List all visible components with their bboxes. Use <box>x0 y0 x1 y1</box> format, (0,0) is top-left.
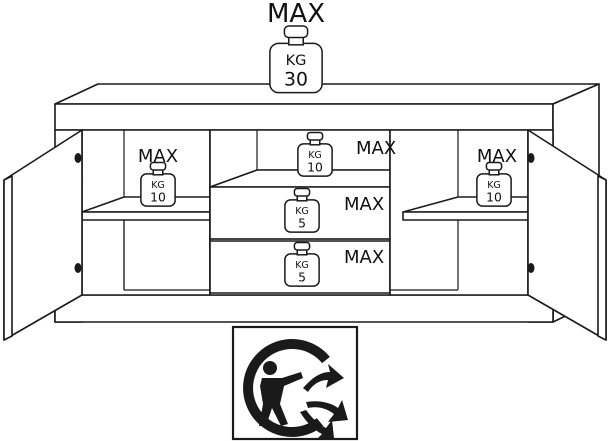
left-hinge-top <box>74 153 82 163</box>
left-hinge-bottom <box>74 263 82 273</box>
weight-unit-label: KG <box>487 180 501 191</box>
max-label: MAX <box>477 146 517 167</box>
weight-knob <box>293 241 311 251</box>
right-hinge-top <box>527 153 535 163</box>
max-label: MAX <box>267 0 325 29</box>
weight-unit-label: KG <box>286 53 307 69</box>
max-label: MAX <box>344 194 384 215</box>
weight-value-label: 10 <box>307 160 323 174</box>
weight-unit-label: KG <box>308 150 322 161</box>
weight-drawer-bottom: KG5 MAX <box>284 241 384 287</box>
weight-knob <box>485 161 503 171</box>
max-label: MAX <box>344 247 384 268</box>
recycling-symbol <box>231 325 359 441</box>
weight-knob <box>306 131 324 141</box>
left-shelf-front <box>81 211 211 221</box>
weight-drawer-top: KG5 MAX <box>284 187 384 233</box>
weight-unit-label: KG <box>295 260 309 271</box>
left-door-edge <box>3 175 13 341</box>
top-front-edge <box>54 103 554 131</box>
weight-unit-label: KG <box>151 180 165 191</box>
weight-value-label: 10 <box>150 190 166 204</box>
weight-value-label: 5 <box>298 216 306 230</box>
right-hinge-bottom <box>527 263 535 273</box>
right-door-edge <box>597 175 607 341</box>
triman-recycling-icon <box>243 339 348 440</box>
bottom-plinth <box>54 294 554 323</box>
weight-value-label: 10 <box>486 190 502 204</box>
right-shelf-front <box>402 211 529 221</box>
weight-knob <box>293 187 311 197</box>
left-door[interactable] <box>3 129 83 341</box>
weight-value-label: 30 <box>284 69 308 90</box>
right-door[interactable] <box>527 129 607 341</box>
weight-knob <box>283 25 309 39</box>
weight-unit-label: KG <box>295 206 309 217</box>
max-label: MAX <box>356 138 396 159</box>
weight-knob <box>149 161 167 171</box>
max-label: MAX <box>138 146 178 167</box>
weight-value-label: 5 <box>298 270 306 284</box>
top-surface <box>54 83 600 105</box>
